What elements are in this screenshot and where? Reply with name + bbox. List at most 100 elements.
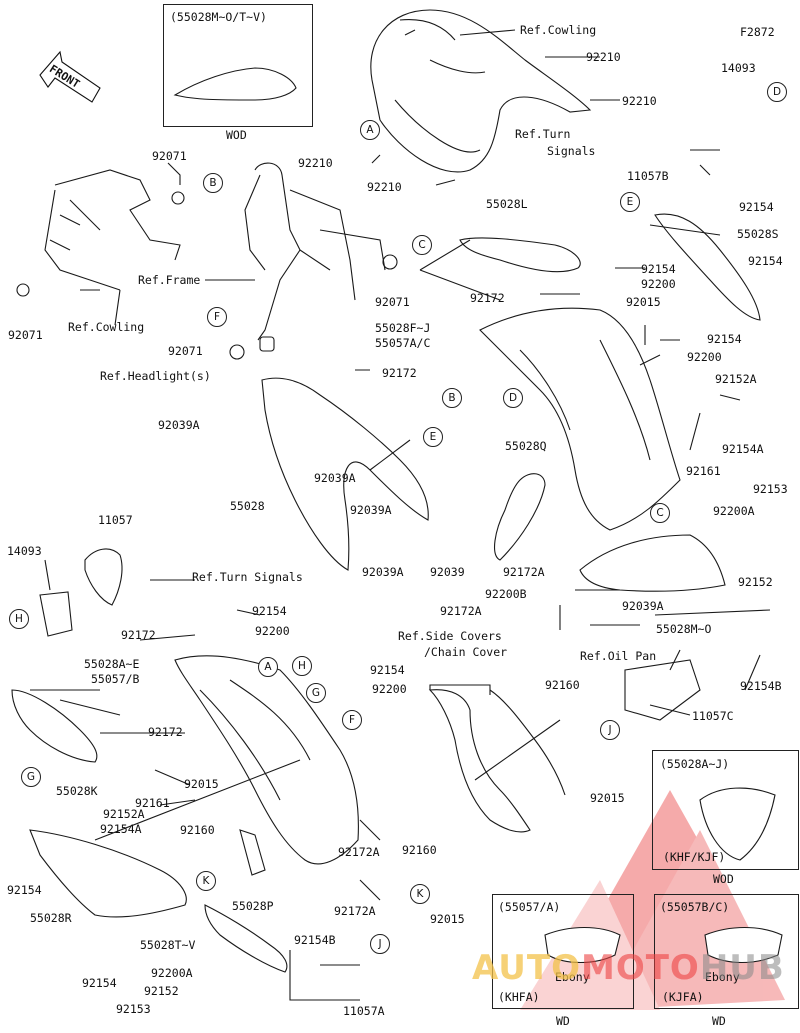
watermark-text: AUTOMOTOHUB bbox=[472, 948, 785, 988]
part-label-ref-cowling-top: Ref.Cowling bbox=[520, 23, 597, 37]
part-label-p92200-d: 92200 bbox=[372, 682, 407, 696]
part-label-p92154-e: 92154 bbox=[252, 604, 287, 618]
part-label-p92161-b: 92161 bbox=[135, 796, 170, 810]
callout-c-k1: K bbox=[196, 871, 216, 891]
part-label-p55028s: 55028S bbox=[737, 227, 779, 241]
part-label-p92071-1: 92071 bbox=[152, 149, 187, 163]
part-label-p92154b-a: 92154B bbox=[740, 679, 782, 693]
variant-box-bottom-right-title: (55057B/C) bbox=[660, 900, 730, 914]
variant-box-bottom-right-color: Ebony bbox=[705, 970, 740, 984]
part-label-p92200-a: 92200 bbox=[641, 277, 676, 291]
part-label-p55057b: 55057/B bbox=[91, 672, 140, 686]
variant-box-bottom-mid-caption: WD bbox=[556, 1014, 570, 1028]
part-label-p92172a-c: 92172A bbox=[338, 845, 380, 859]
variant-box-right-title: (55028A~J) bbox=[660, 757, 730, 771]
part-label-p92039: 92039 bbox=[430, 565, 465, 579]
variant-box-right-caption: WOD bbox=[713, 872, 734, 886]
part-label-p92210-4: 92210 bbox=[367, 180, 402, 194]
callout-c-g1: G bbox=[306, 683, 326, 703]
part-label-signals-top: Signals bbox=[547, 144, 596, 158]
part-label-p55028k: 55028K bbox=[56, 784, 98, 798]
part-label-p55028p: 55028P bbox=[232, 899, 274, 913]
part-label-p92071-3: 92071 bbox=[8, 328, 43, 342]
callout-c-j2: J bbox=[370, 934, 390, 954]
part-label-ref-cowling-left: Ref.Cowling bbox=[68, 320, 145, 334]
part-label-p92154-g: 92154 bbox=[7, 883, 42, 897]
part-label-p92172-d: 92172 bbox=[148, 725, 183, 739]
part-label-p92071-4: 92071 bbox=[168, 344, 203, 358]
part-label-p92154a-b: 92154A bbox=[100, 822, 142, 836]
part-label-p92153-a: 92153 bbox=[753, 482, 788, 496]
part-label-p55028r: 55028R bbox=[30, 911, 72, 925]
part-label-p92152-a: 92152 bbox=[738, 575, 773, 589]
variant-box-right bbox=[652, 750, 799, 870]
callout-c-a2: A bbox=[258, 657, 278, 677]
part-label-p55057ac: 55057A/C bbox=[375, 336, 431, 350]
part-label-p55028ae: 55028A~E bbox=[84, 657, 140, 671]
part-label-p11057c: 11057C bbox=[692, 709, 734, 723]
callout-c-k2: K bbox=[410, 884, 430, 904]
part-label-ref-turn-top: Ref.Turn bbox=[515, 127, 571, 141]
callout-c-d2: D bbox=[503, 388, 523, 408]
part-label-p92200a-a: 92200A bbox=[713, 504, 755, 518]
part-label-p92015-b: 92015 bbox=[184, 777, 219, 791]
callout-c-b2: B bbox=[442, 388, 462, 408]
callout-c-a1: A bbox=[360, 120, 380, 140]
variant-box-right-note: (KHF/KJF) bbox=[663, 850, 726, 864]
callout-c-d1: D bbox=[767, 82, 787, 102]
part-label-p92015-a: 92015 bbox=[626, 295, 661, 309]
part-label-p92154-d: 92154 bbox=[707, 332, 742, 346]
callout-c-j1: J bbox=[600, 720, 620, 740]
part-label-p55028tv: 55028T~V bbox=[140, 938, 196, 952]
part-label-p11057: 11057 bbox=[98, 513, 133, 527]
part-label-p92152a-b: 92152A bbox=[103, 807, 145, 821]
callout-c-e1: E bbox=[620, 192, 640, 212]
variant-box-bottom-right-note: (KJFA) bbox=[662, 990, 704, 1004]
part-label-p92172-c: 92172 bbox=[121, 628, 156, 642]
part-label-p92152-b: 92152 bbox=[144, 984, 179, 998]
part-label-p92172-b: 92172 bbox=[382, 366, 417, 380]
part-label-p55028q: 55028Q bbox=[505, 439, 547, 453]
part-label-p92154b-b: 92154B bbox=[294, 933, 336, 947]
part-label-p92160-b: 92160 bbox=[180, 823, 215, 837]
part-label-p92160-a: 92160 bbox=[545, 678, 580, 692]
callout-c-f2: F bbox=[342, 710, 362, 730]
front-arrow bbox=[39, 50, 101, 103]
callout-c-c1: C bbox=[412, 235, 432, 255]
part-label-p92039a-a: 92039A bbox=[158, 418, 200, 432]
part-label-p92172a-b: 92172A bbox=[440, 604, 482, 618]
variant-box-bottom-right-caption: WD bbox=[712, 1014, 726, 1028]
part-label-p55028fj: 55028F~J bbox=[375, 321, 431, 335]
variant-box-top-left-title: (55028M~O/T~V) bbox=[170, 10, 267, 24]
part-label-p92039a-e: 92039A bbox=[622, 599, 664, 613]
part-label-p11057b: 11057B bbox=[627, 169, 669, 183]
part-label-p92152a-a: 92152A bbox=[715, 372, 757, 386]
variant-box-bottom-mid-note: (KHFA) bbox=[498, 990, 540, 1004]
part-label-ref-side-covers: Ref.Side Covers bbox=[398, 629, 502, 643]
variant-box-top-left-caption: WOD bbox=[226, 128, 247, 142]
watermark-auto: AUTO bbox=[472, 948, 581, 988]
watermark-moto: MOTO bbox=[580, 948, 700, 988]
part-label-p92071-2: 92071 bbox=[375, 295, 410, 309]
variant-box-bottom-mid-title: (55057/A) bbox=[498, 900, 561, 914]
part-label-p92015-d: 92015 bbox=[430, 912, 465, 926]
part-label-p92172a-d: 92172A bbox=[334, 904, 376, 918]
part-label-p92039a-c: 92039A bbox=[350, 503, 392, 517]
part-label-p55028mo: 55028M~O bbox=[656, 622, 712, 636]
part-label-p92200b: 92200B bbox=[485, 587, 527, 601]
part-label-p92172-a: 92172 bbox=[470, 291, 505, 305]
part-label-p92210-1: 92210 bbox=[586, 50, 621, 64]
part-label-ref-frame: Ref.Frame bbox=[138, 273, 201, 287]
variant-box-bottom-mid bbox=[492, 894, 634, 1009]
diagram-code: F2872 bbox=[740, 25, 775, 39]
part-label-p92160-c: 92160 bbox=[402, 843, 437, 857]
part-label-p92200-b: 92200 bbox=[687, 350, 722, 364]
part-label-p92154-f: 92154 bbox=[370, 663, 405, 677]
part-label-p92039a-b: 92039A bbox=[314, 471, 356, 485]
part-label-p92154a-a: 92154A bbox=[722, 442, 764, 456]
part-label-ref-headlight: Ref.Headlight(s) bbox=[100, 369, 211, 383]
part-label-ref-oil-pan: Ref.Oil Pan bbox=[580, 649, 657, 663]
part-label-p92153-b: 92153 bbox=[116, 1002, 151, 1016]
variant-box-bottom-mid-color: Ebony bbox=[555, 970, 590, 984]
